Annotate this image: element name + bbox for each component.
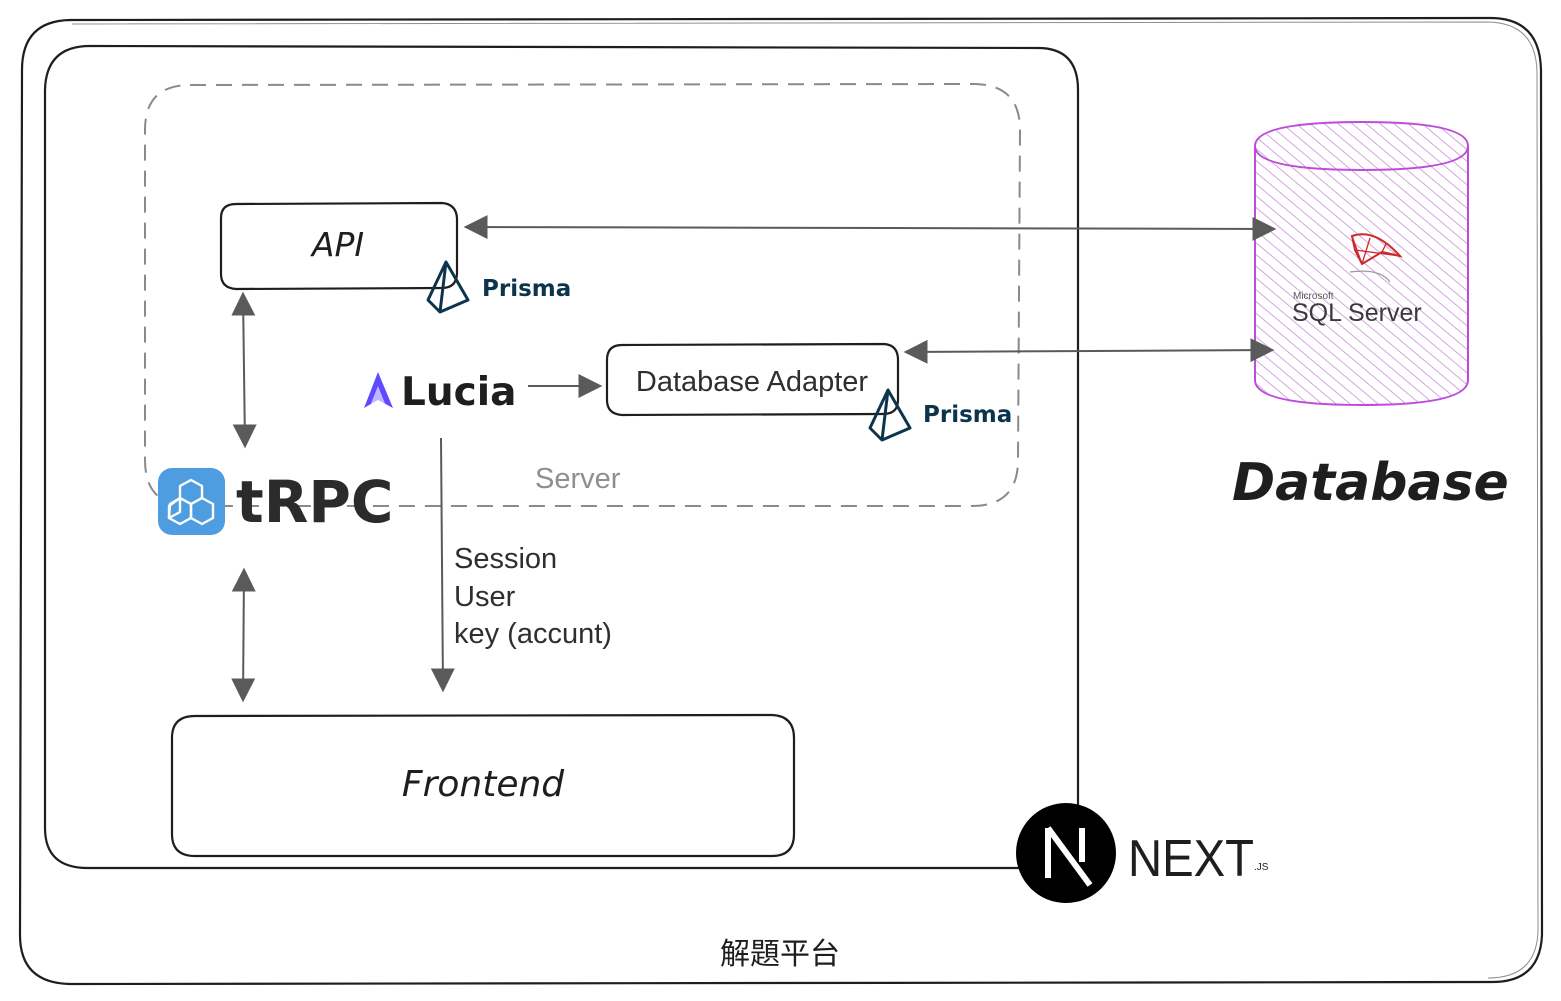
trpc-logo xyxy=(158,468,225,535)
lucia-label: Lucia xyxy=(401,370,516,415)
nextjs-wordmark: NEXT xyxy=(1128,830,1254,888)
sql-server-icon xyxy=(1349,233,1403,283)
frontend-label: Frontend xyxy=(402,764,565,805)
prisma-logo-2 xyxy=(868,388,912,442)
database-label: Database xyxy=(1232,453,1509,513)
arrow-trpc-frontend xyxy=(231,567,256,703)
database-adapter-label: Database Adapter xyxy=(636,366,869,398)
nextjs-suffix: .JS xyxy=(1254,862,1269,873)
lucia-output-user: User xyxy=(454,581,516,613)
lucia-output-key: key (accunt) xyxy=(454,618,612,650)
lucia-output-session: Session xyxy=(454,543,557,575)
arrow-api-database xyxy=(463,215,1277,241)
prisma-label-1: Prisma xyxy=(482,276,571,302)
platform-container xyxy=(18,16,1544,986)
api-label: API xyxy=(310,225,364,264)
sql-server-label: SQL Server xyxy=(1292,299,1422,327)
database-adapter-node xyxy=(605,342,900,417)
server-label: Server xyxy=(535,463,621,495)
arrow-adapter-database xyxy=(903,338,1275,364)
server-region xyxy=(144,82,1022,507)
arrow-lucia-frontend xyxy=(430,437,455,693)
prisma-label-2: Prisma xyxy=(923,402,1012,428)
arrow-api-trpc xyxy=(231,291,257,449)
sql-server-microsoft-label: Microsoft xyxy=(1293,291,1334,302)
trpc-label: tRPC xyxy=(236,468,393,536)
prisma-logo-1 xyxy=(426,260,470,314)
frontend-node xyxy=(170,713,796,858)
lucia-logo xyxy=(364,372,393,408)
nextjs-logo xyxy=(1016,803,1116,903)
platform-label: 解題平台 xyxy=(720,937,840,972)
